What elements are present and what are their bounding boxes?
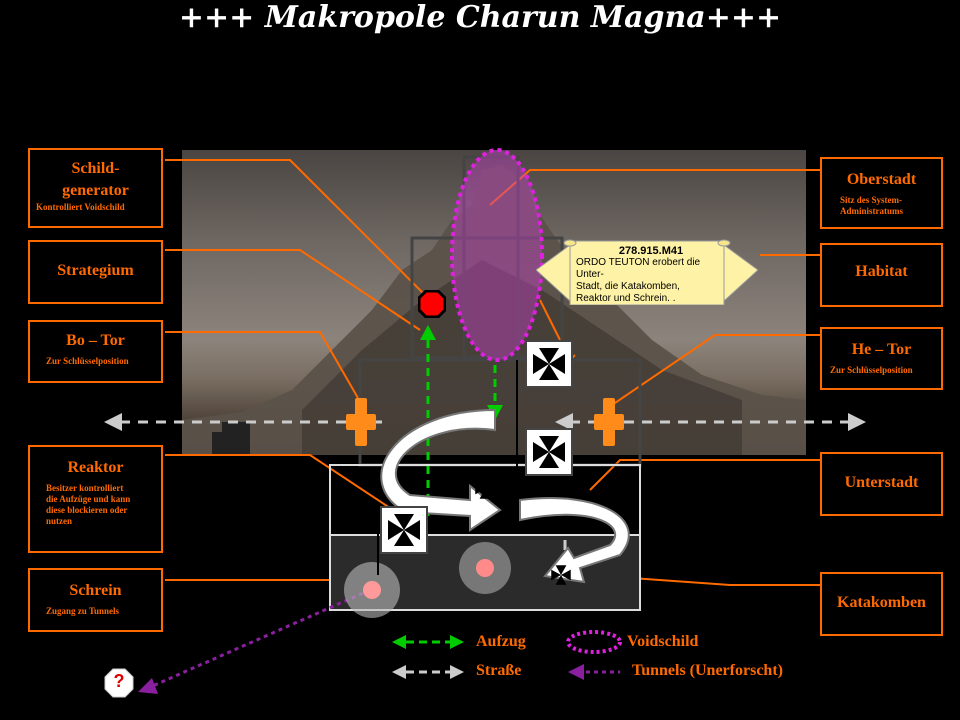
event-scroll: 278.915.M41 ORDO TEUTON erobert die Unte… xyxy=(536,235,758,305)
schildgenerator-sub: Kontrolliert Voidschild xyxy=(36,202,125,212)
unknown-marker: ? xyxy=(104,668,134,698)
box-oberstadt: Oberstadt Sitz des System- Administratum… xyxy=(820,157,943,229)
katakomben-heading: Katakomben xyxy=(837,594,926,611)
unknown-marker-label: ? xyxy=(113,671,125,691)
oberstadt-sub: Sitz des System- Administratums xyxy=(840,195,904,216)
box-schildgenerator: Schild- generator Kontrolliert Voidschil… xyxy=(28,148,163,228)
reaktor-heading: Reaktor xyxy=(67,459,124,476)
iron-cross-icon-reaktor xyxy=(380,506,428,554)
schildgenerator-heading: Schild- generator xyxy=(62,160,129,199)
scroll-text-line1: ORDO TEUTON erobert die Unter- xyxy=(576,257,701,280)
iron-cross-icon-katakomben xyxy=(551,565,571,585)
legend-tunnels-label: Tunnels (Unerforscht) xyxy=(632,662,783,679)
iron-cross-icon-he-tor xyxy=(525,428,573,476)
scroll-date: 278.915.M41 xyxy=(618,245,684,257)
he-tor-gate-icon xyxy=(594,398,624,446)
habitat-heading: Habitat xyxy=(855,263,908,280)
box-unterstadt: Unterstadt xyxy=(820,452,943,516)
iron-cross-icon-unterstadt xyxy=(475,479,495,499)
box-bo-tor: Bo – Tor Zur Schlüsselposition xyxy=(28,320,163,383)
scroll-text-line2: Stadt, die Katakomben, xyxy=(576,281,680,292)
legend-symbols xyxy=(392,630,622,680)
bo-tor-heading: Bo – Tor xyxy=(66,332,125,349)
scroll-text-line3: Reaktor und Schrein. . xyxy=(576,293,676,304)
strategium-heading: Strategium xyxy=(57,262,134,279)
box-katakomben: Katakomben xyxy=(820,572,943,636)
reaktor-sub: Besitzer kontrolliert die Aufzüge und ka… xyxy=(46,483,131,526)
legend-lift-label: Aufzug xyxy=(476,633,526,650)
bo-tor-sub: Zur Schlüsselposition xyxy=(46,356,129,366)
box-habitat: Habitat xyxy=(820,243,943,307)
box-reaktor: Reaktor Besitzer kontrolliert die Aufzüg… xyxy=(28,445,163,553)
box-schrein: Schrein Zugang zu Tunnels xyxy=(28,568,163,632)
he-tor-sub: Zur Schlüsselposition xyxy=(830,365,913,375)
iron-cross-icon-habitat xyxy=(525,340,573,388)
box-he-tor: He – Tor Zur Schlüsselposition xyxy=(820,327,943,390)
box-strategium: Strategium xyxy=(28,240,163,304)
legend-road-label: Straße xyxy=(476,662,522,679)
octagon-icon xyxy=(104,668,134,698)
unterstadt-heading: Unterstadt xyxy=(844,474,919,491)
schrein-sub: Zugang zu Tunnels xyxy=(46,606,120,616)
schrein-heading: Schrein xyxy=(69,582,122,599)
scroll-shape xyxy=(536,239,758,305)
legend-voidshield-label: Voidschild xyxy=(627,633,699,650)
page-title: +++ Makropole Charun Magna+++ xyxy=(178,0,782,35)
oberstadt-heading: Oberstadt xyxy=(846,171,917,188)
shield-generator-icon xyxy=(418,290,446,318)
bo-tor-gate-icon xyxy=(346,398,376,446)
he-tor-heading: He – Tor xyxy=(851,341,912,358)
